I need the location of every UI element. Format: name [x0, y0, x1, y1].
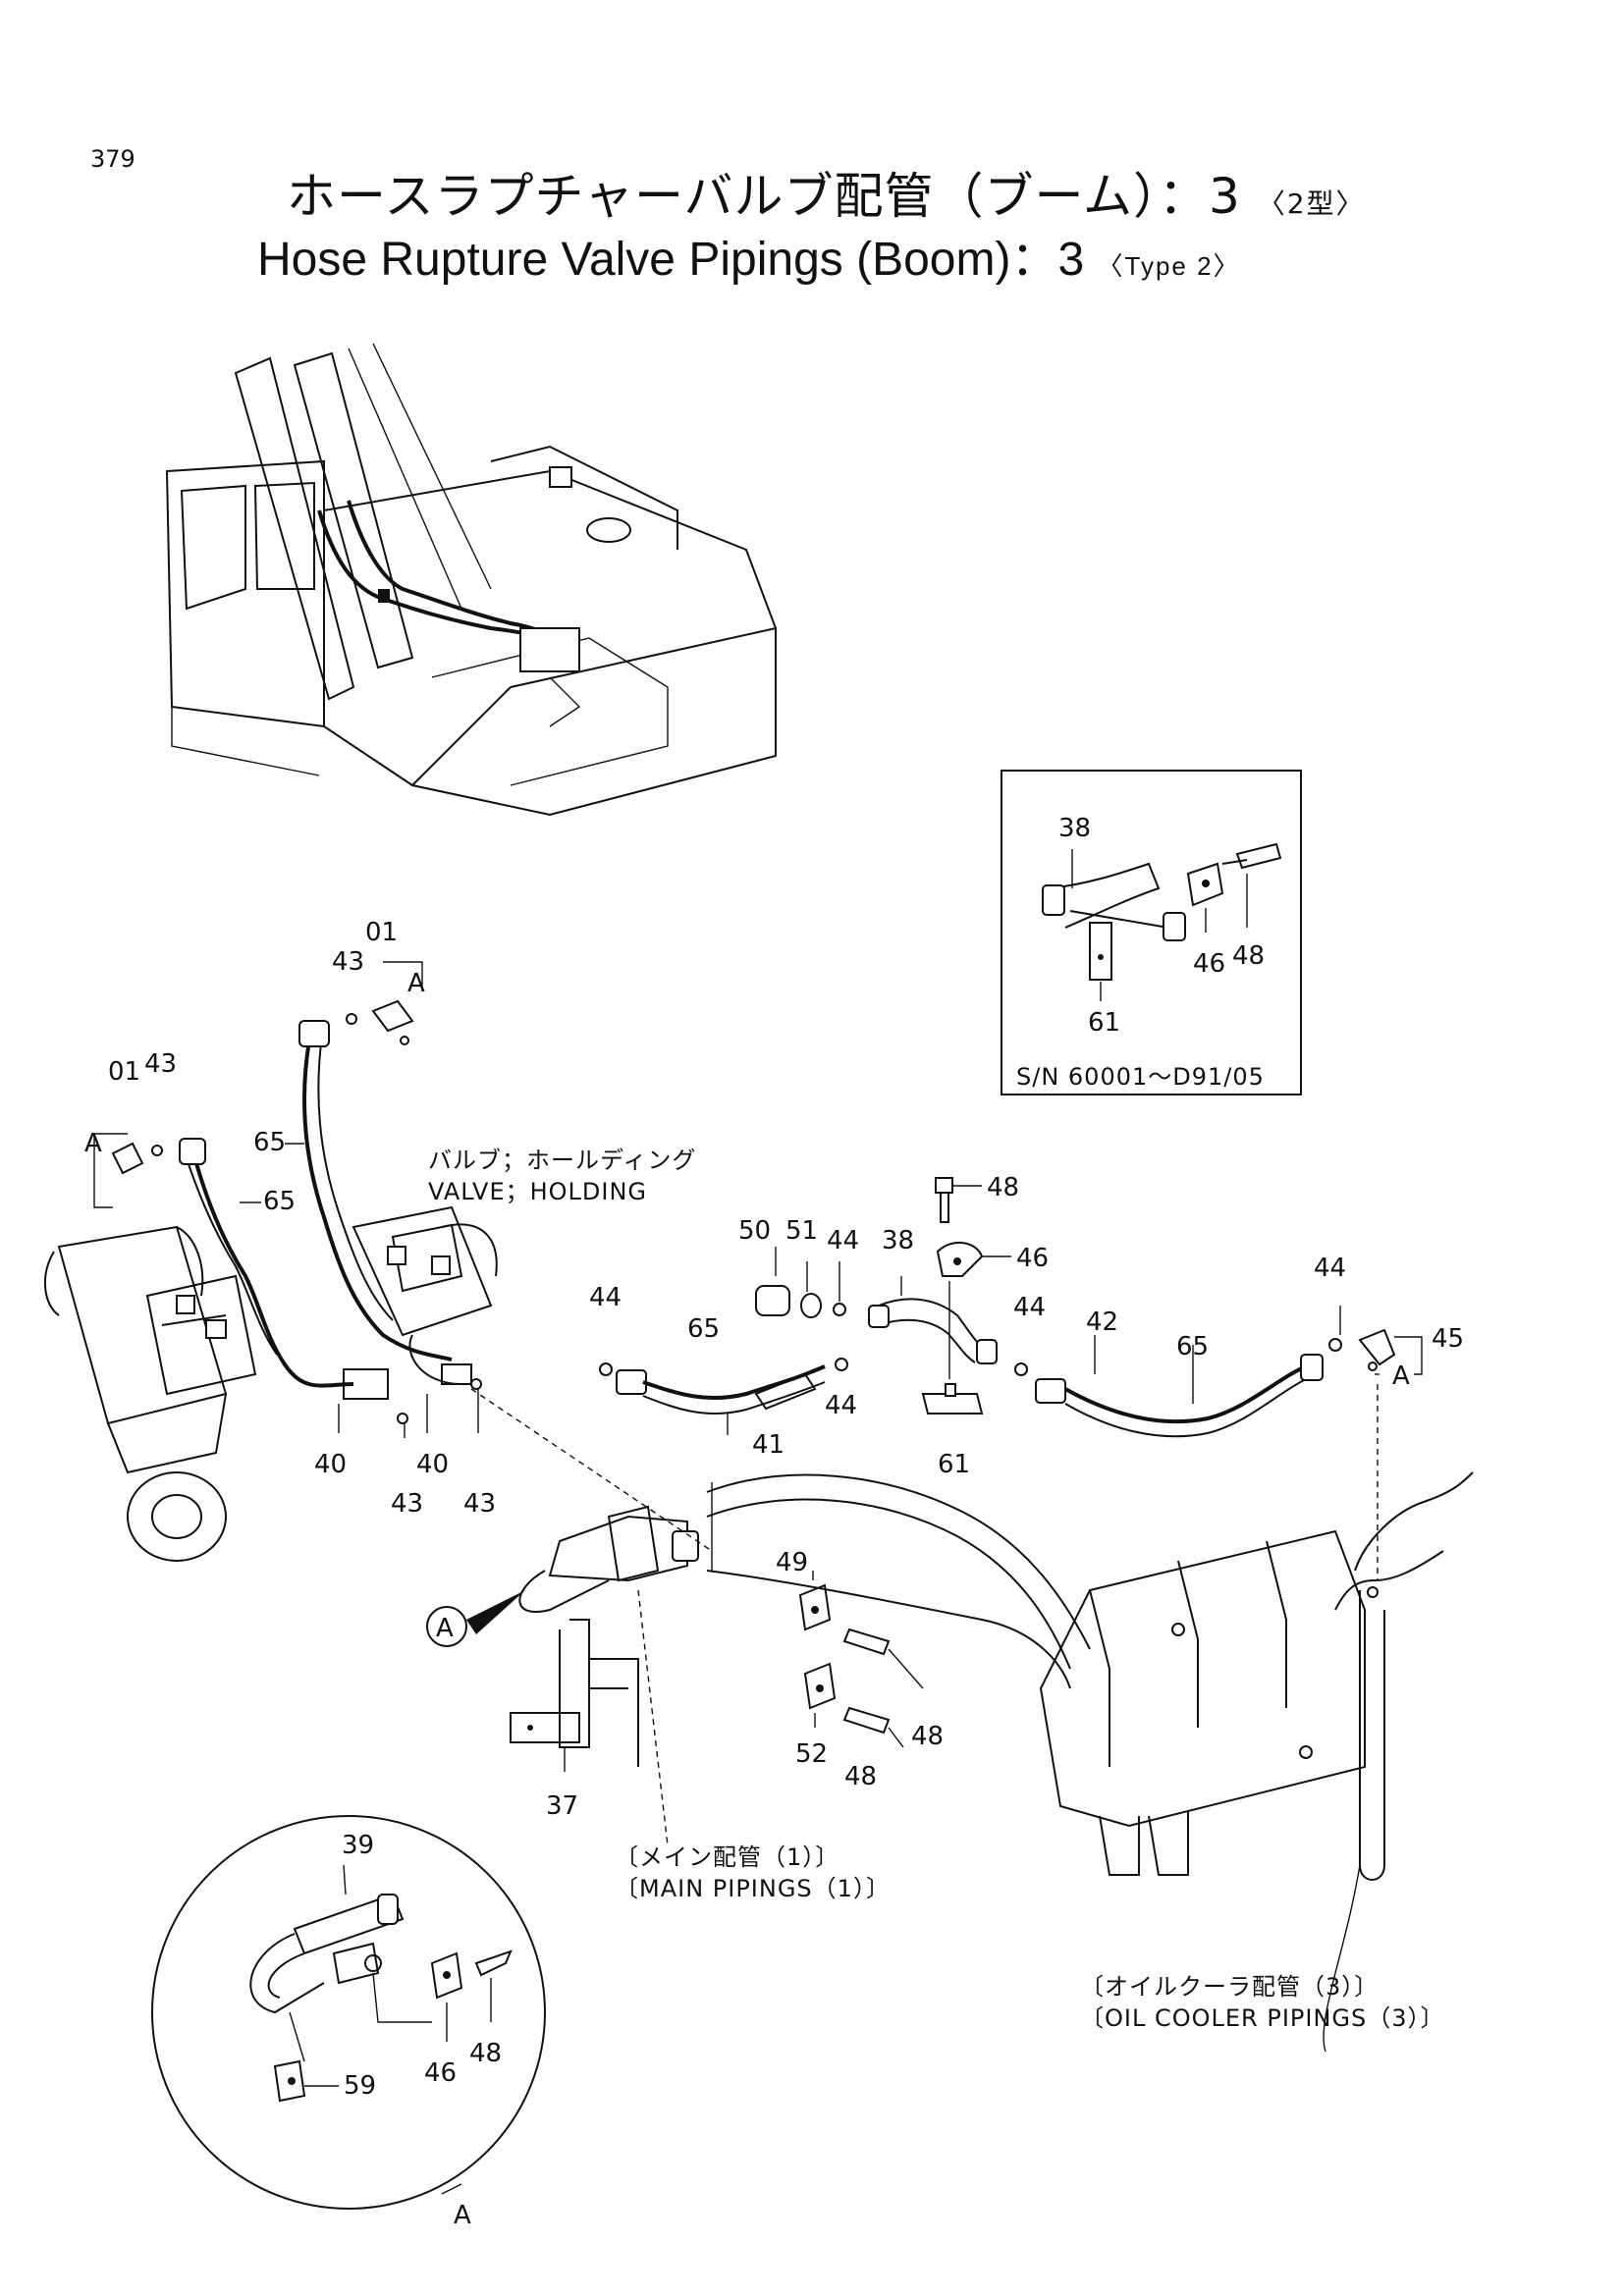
control-valve-illustration — [1039, 1471, 1474, 2053]
holding-valve-label-en: VALVE；HOLDING — [428, 1178, 647, 1205]
page-number: 379 — [90, 145, 135, 173]
callout-48-lower-clamp: 48 — [844, 1762, 877, 1791]
callout-48-upper-clamp: 48 — [911, 1722, 944, 1751]
callout-40-center: 40 — [416, 1450, 449, 1479]
inset-callout-38: 38 — [1058, 814, 1091, 843]
callout-41: 41 — [752, 1430, 784, 1460]
view-A-marker: A — [436, 1614, 454, 1643]
detail-callout-A: A — [454, 2201, 471, 2230]
serial-inset-box — [1001, 770, 1302, 1095]
detail-callout-48: 48 — [469, 2039, 502, 2068]
left-cylinder-illustration — [43, 1133, 389, 1562]
clamps-illustration — [798, 1571, 924, 1748]
callout-61: 61 — [938, 1450, 970, 1479]
inset-callout-48: 48 — [1232, 941, 1265, 971]
callout-45: 45 — [1432, 1324, 1464, 1354]
rupture-valve-illustration — [426, 1388, 1091, 1846]
callout-43-lower-center: 43 — [463, 1489, 496, 1519]
page-title-japanese: ホースラプチャーバルブ配管（ブーム）：3 〈2型〉 — [287, 157, 1366, 228]
title-ja-text: ホースラプチャーバルブ配管（ブーム）：3 — [287, 168, 1241, 225]
callout-42: 42 — [1086, 1308, 1118, 1337]
main-pipings-ref-en: 〔MAIN PIPINGS（1）〕 — [615, 1875, 891, 1902]
detail-callout-46: 46 — [424, 2058, 457, 2088]
callout-44-middle: 44 — [825, 1391, 857, 1420]
detail-A-circle — [151, 1815, 546, 2210]
callout-52: 52 — [795, 1739, 828, 1769]
title-ja-type: 〈2型〉 — [1257, 187, 1366, 220]
callout-50: 50 — [738, 1216, 771, 1246]
main-pipings-ref-ja: 〔メイン配管（1）〕 — [615, 1843, 839, 1871]
oil-cooler-ref-en: 〔OIL COOLER PIPINGS（3）〕 — [1080, 2004, 1445, 2032]
callout-44-center-right: 44 — [1013, 1293, 1046, 1322]
callout-A-left: A — [84, 1129, 102, 1158]
callout-65-right: 65 — [1176, 1332, 1209, 1362]
callout-40-left: 40 — [314, 1450, 347, 1479]
callout-44-left: 44 — [589, 1283, 622, 1312]
callout-A-center: A — [407, 969, 425, 998]
oil-cooler-ref-ja: 〔オイルクーラ配管（3）〕 — [1080, 1973, 1379, 2001]
callout-43-lower-left: 43 — [391, 1489, 423, 1519]
serial-range-note: S/N 60001～D91/05 — [1016, 1063, 1265, 1091]
callout-65-left: 65 — [263, 1187, 296, 1216]
callout-65-center: 65 — [253, 1128, 286, 1157]
center-cylinder-illustration — [298, 961, 498, 1385]
callout-38: 38 — [882, 1226, 914, 1255]
callout-01-center: 01 — [365, 918, 398, 947]
callout-44-right: 44 — [1314, 1254, 1346, 1283]
callout-49: 49 — [776, 1548, 808, 1577]
callout-65-middle: 65 — [687, 1314, 720, 1344]
detail-callout-59: 59 — [344, 2071, 376, 2101]
callout-37: 37 — [546, 1791, 578, 1821]
inset-callout-61: 61 — [1088, 1008, 1120, 1038]
title-en-type: 〈Type 2〉 — [1097, 251, 1241, 281]
inset-callout-46: 46 — [1193, 949, 1225, 979]
title-en-text: Hose Rupture Valve Pipings (Boom)：3 — [257, 234, 1085, 286]
holding-valve-label-ja: バルブ；ホールディング — [428, 1147, 696, 1174]
detail-callout-39: 39 — [342, 1831, 374, 1860]
page-title-english: Hose Rupture Valve Pipings (Boom)：3 〈Typ… — [257, 220, 1241, 289]
exploded-hoses-illustration — [599, 1177, 1423, 1580]
callout-43-center: 43 — [332, 947, 364, 977]
callout-01-left: 01 — [108, 1057, 140, 1087]
callout-46: 46 — [1016, 1244, 1049, 1273]
excavator-overview-illustration — [165, 343, 777, 817]
callout-44-upper: 44 — [827, 1226, 859, 1255]
callout-A-right: A — [1392, 1362, 1410, 1391]
callout-48-top: 48 — [987, 1173, 1019, 1202]
pipes-40-illustration — [338, 1378, 482, 1438]
callout-51: 51 — [785, 1216, 818, 1246]
callout-43-left: 43 — [144, 1049, 177, 1079]
